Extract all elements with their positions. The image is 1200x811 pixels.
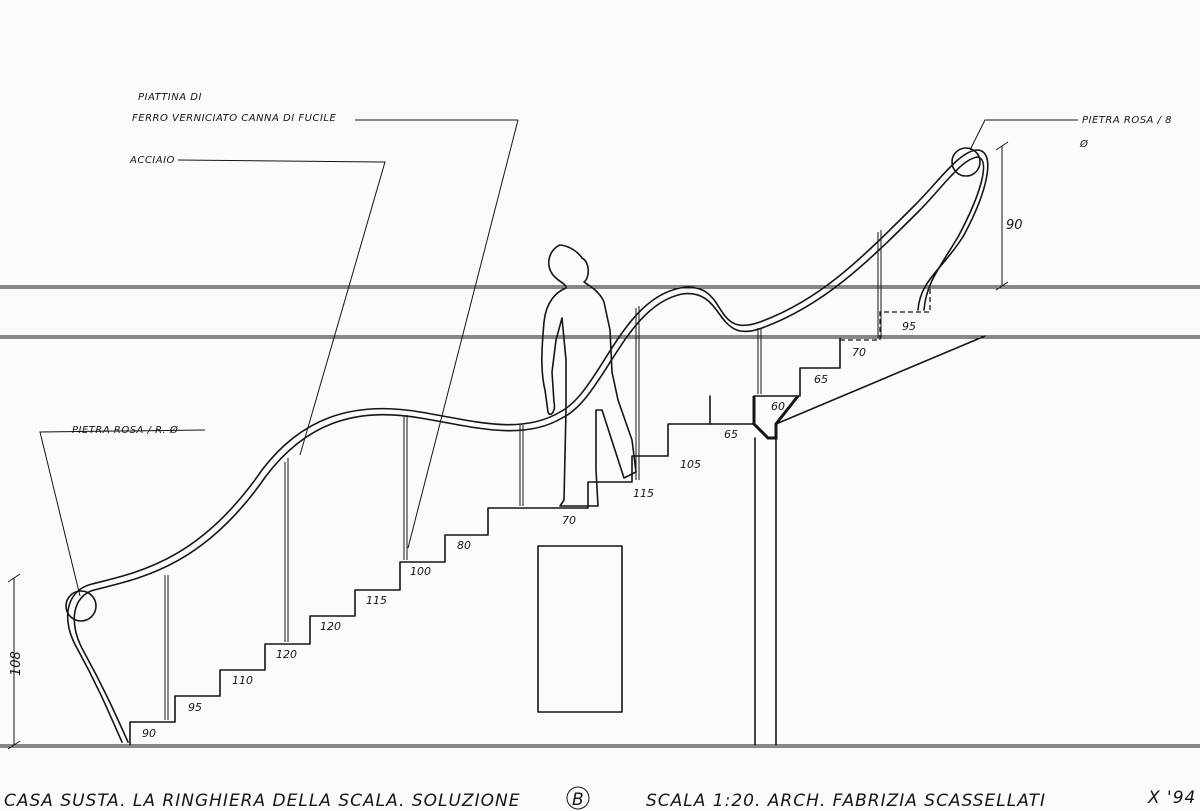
step-dim: 115 bbox=[366, 594, 387, 607]
solution-circle bbox=[566, 786, 590, 810]
label-pietra-rosa-left: PIETRA ROSA / R. Ø bbox=[72, 424, 179, 436]
step-dim: 70 bbox=[852, 346, 866, 359]
leader-lines bbox=[39, 119, 1078, 597]
drawing-date: X '94 bbox=[1147, 788, 1196, 808]
step-dim: 65 bbox=[814, 373, 828, 386]
door-opening bbox=[537, 545, 623, 713]
top-step-dashed bbox=[840, 288, 931, 341]
dimension-lines bbox=[7, 141, 1009, 750]
label-diameter-right: Ø bbox=[1079, 138, 1089, 150]
step-dimensions: 90 95 110 120 120 115 100 80 70 115 105 … bbox=[142, 320, 916, 740]
stair-profile-top-steps bbox=[753, 337, 841, 397]
label-pietra-rosa-right: PIETRA ROSA / 8 bbox=[1082, 115, 1172, 126]
drawing-title: CASA SUSTA. LA RINGHIERA DELLA SCALA. SO… bbox=[4, 791, 520, 811]
step-dim: 105 bbox=[680, 458, 701, 471]
label-acciaio: ACCIAIO bbox=[129, 155, 175, 166]
human-figure bbox=[541, 244, 637, 507]
step-dim: 90 bbox=[142, 727, 156, 740]
step-dim: 95 bbox=[902, 320, 916, 333]
scale-architect: SCALA 1:20. ARCH. FABRIZIA SCASSELLATI bbox=[646, 791, 1046, 811]
dim-height-left: 108 bbox=[9, 651, 24, 676]
label-piattina: PIATTINA DI bbox=[138, 92, 202, 103]
step-dim: 100 bbox=[410, 565, 431, 578]
balusters bbox=[164, 230, 882, 720]
handrail-inner bbox=[73, 156, 985, 743]
floor-lines bbox=[0, 285, 1200, 748]
step-dim: 95 bbox=[188, 701, 202, 714]
handrail-outer bbox=[66, 149, 989, 743]
step-dim: 65 bbox=[724, 428, 738, 441]
step-dim: 120 bbox=[276, 648, 297, 661]
step-dim: 80 bbox=[457, 539, 471, 552]
solution-letter: B bbox=[572, 790, 585, 810]
step-dim: 60 bbox=[771, 400, 785, 413]
step-dim: 115 bbox=[633, 487, 654, 500]
stair-profile-lower-flight bbox=[129, 395, 711, 746]
step-dim: 120 bbox=[320, 620, 341, 633]
stair-landing-block bbox=[752, 395, 800, 440]
stair-soffit bbox=[775, 335, 986, 425]
pink-stone-sphere-left bbox=[65, 590, 97, 622]
label-ferro-verniciato: FERRO VERNICIATO CANNA DI FUCILE bbox=[132, 113, 336, 124]
step-dim: 70 bbox=[562, 514, 576, 527]
step-dim: 110 bbox=[232, 674, 253, 687]
dim-height-right: 90 bbox=[1006, 218, 1023, 233]
pink-stone-sphere-right bbox=[951, 147, 981, 177]
